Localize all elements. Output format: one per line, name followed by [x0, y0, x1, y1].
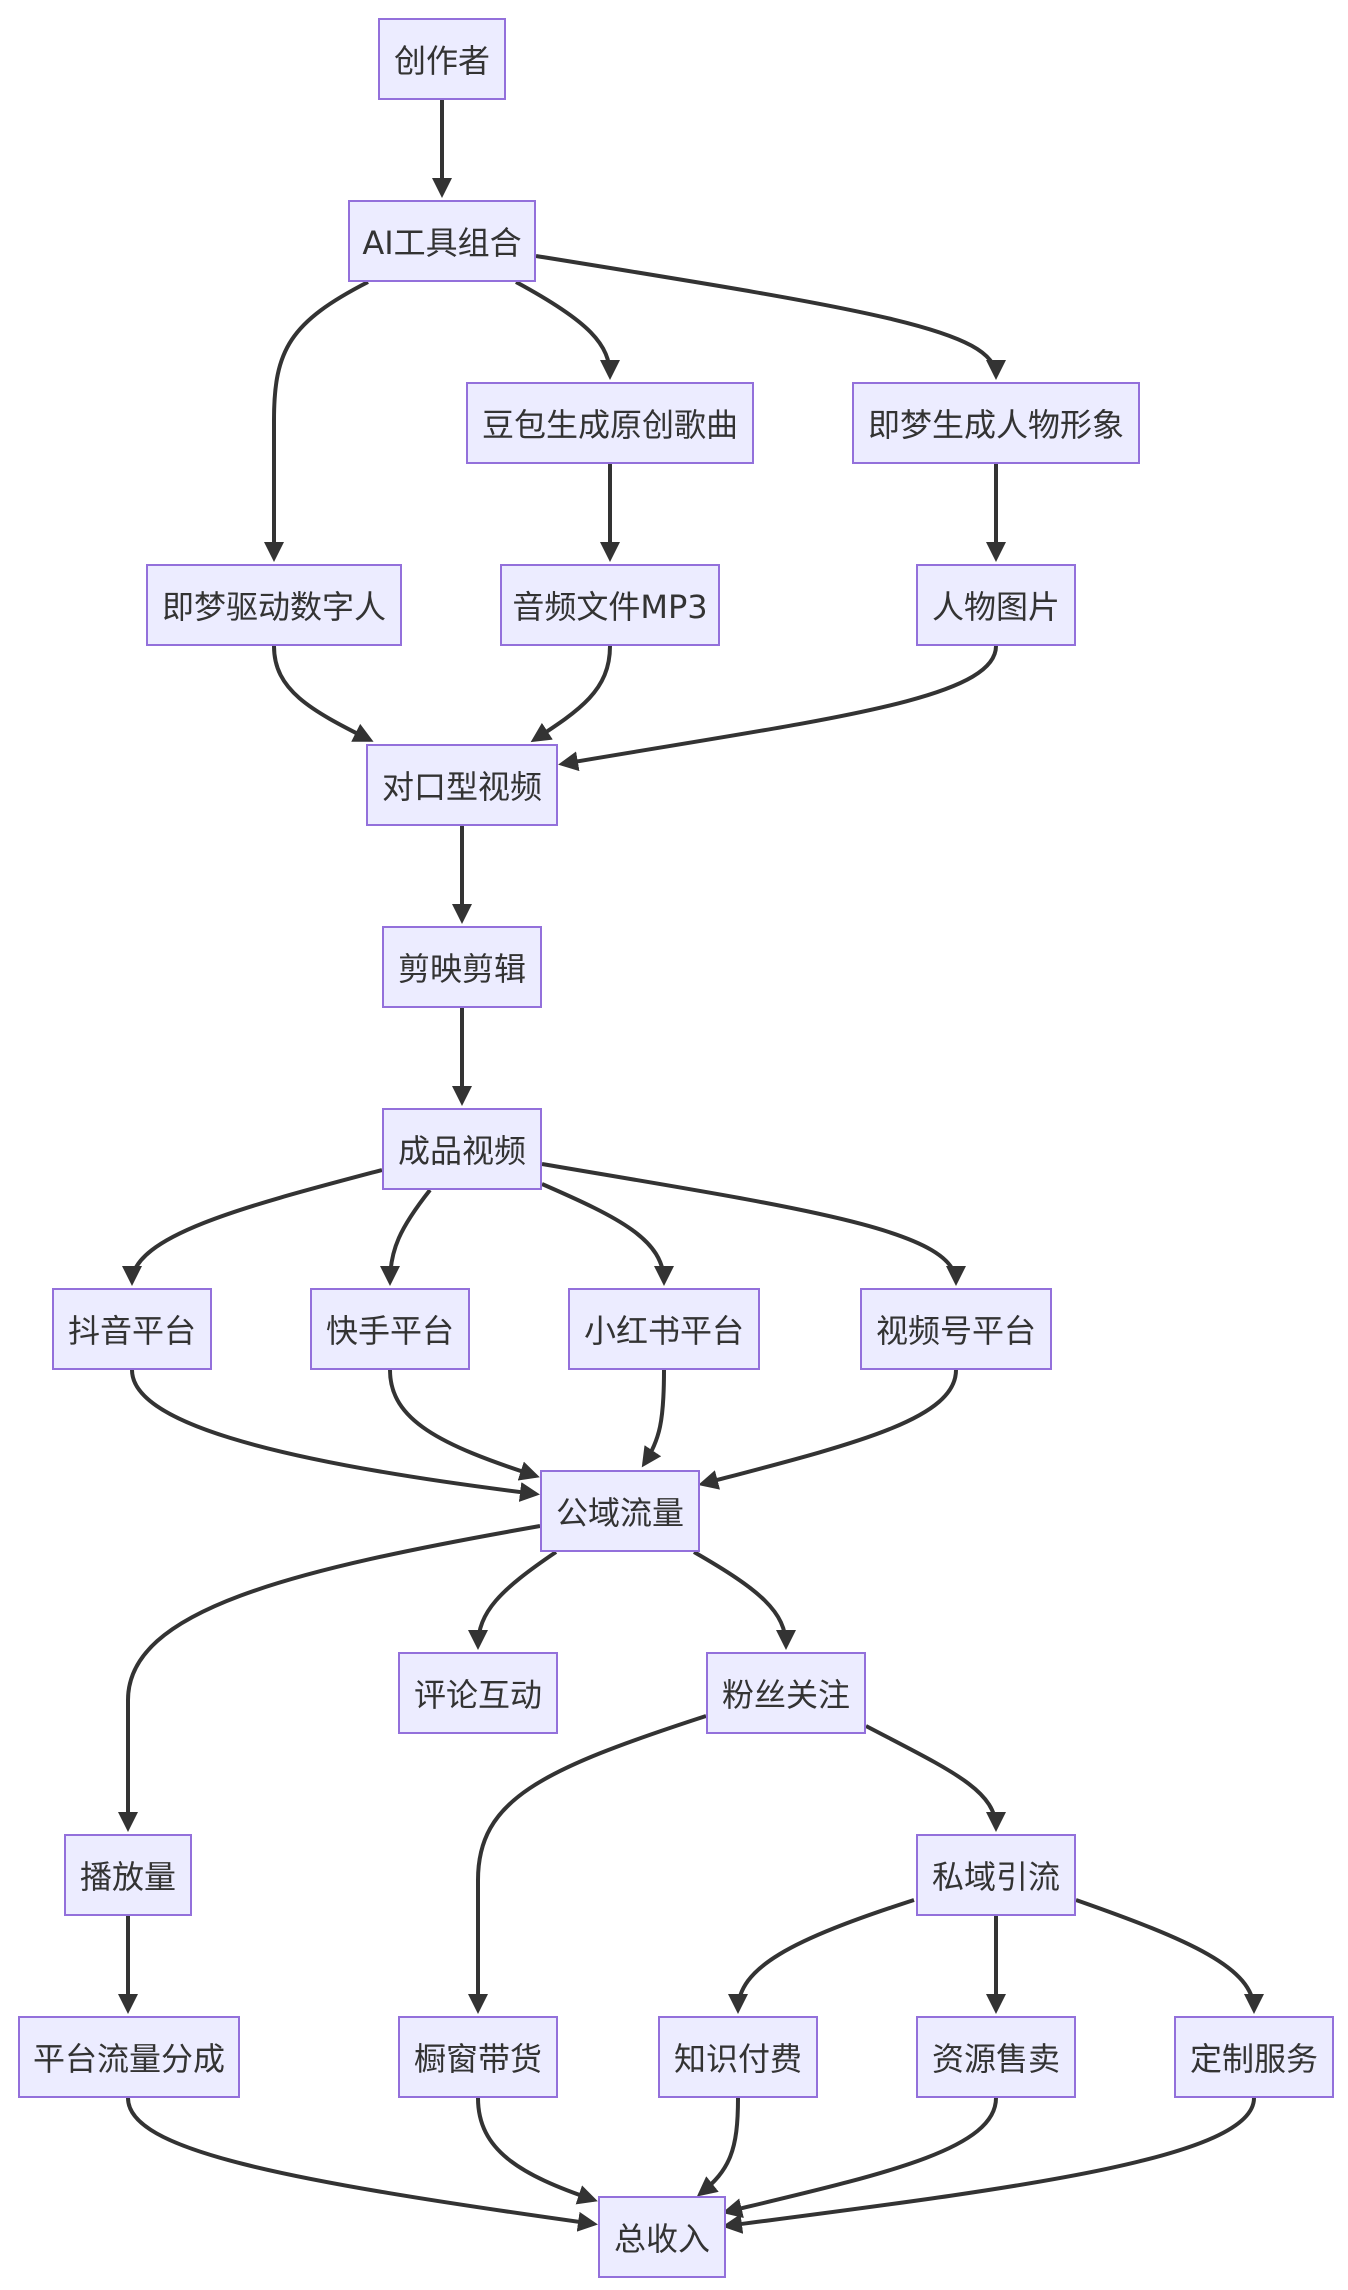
- edge-fan-follow-to-private-traffic: [865, 1724, 1006, 1832]
- node-platform-revenue-share: 平台流量分成: [18, 2016, 240, 2098]
- edge-platform-revenue-share-to-total-income: [126, 2097, 598, 2232]
- edge-resource-sales-to-total-income: [722, 2097, 998, 2218]
- node-jimeng-digital-human: 即梦驱动数字人: [146, 564, 402, 646]
- edge-fan-follow-to-showcase-sales: [468, 1714, 707, 2014]
- node-xiaohongshu: 小红书平台: [568, 1288, 760, 1370]
- edge-custom-service-to-total-income: [722, 2097, 1256, 2234]
- edge-private-traffic-to-paid-knowledge: [728, 1898, 915, 2014]
- edge-ai-tools-to-doubao-song: [515, 280, 620, 380]
- edge-audio-mp3-to-lipsync-video: [530, 645, 612, 743]
- node-play-count: 播放量: [64, 1834, 192, 1916]
- edge-private-traffic-to-custom-service: [1075, 1898, 1264, 2014]
- node-creator: 创作者: [378, 18, 506, 100]
- node-lipsync-video: 对口型视频: [366, 744, 558, 826]
- node-audio-mp3: 音频文件MP3: [500, 564, 720, 646]
- node-kuaishou: 快手平台: [310, 1288, 470, 1370]
- node-private-traffic: 私域引流: [916, 1834, 1076, 1916]
- node-character-image: 人物图片: [916, 564, 1076, 646]
- edge-showcase-sales-to-total-income: [476, 2097, 598, 2205]
- edge-douyin-to-public-traffic: [130, 1369, 540, 1502]
- edge-public-traffic-to-fan-follow: [693, 1550, 796, 1650]
- edge-character-image-to-lipsync-video: [558, 645, 998, 772]
- edge-xiaohongshu-to-public-traffic: [641, 1369, 666, 1468]
- node-total-income: 总收入: [598, 2196, 726, 2278]
- node-final-video: 成品视频: [382, 1108, 542, 1190]
- node-ai-tools: AI工具组合: [348, 200, 536, 282]
- node-resource-sales: 资源售卖: [916, 2016, 1076, 2098]
- edge-ai-tools-to-jimeng-character: [535, 254, 1006, 380]
- edge-final-video-to-douyin: [122, 1168, 383, 1286]
- node-douyin: 抖音平台: [52, 1288, 212, 1370]
- node-jimeng-character: 即梦生成人物形象: [852, 382, 1140, 464]
- node-shipinhao: 视频号平台: [860, 1288, 1052, 1370]
- edge-paid-knowledge-to-total-income: [696, 2097, 740, 2197]
- edge-public-traffic-to-play-count: [118, 1524, 541, 1832]
- node-public-traffic: 公域流量: [540, 1470, 700, 1552]
- edge-final-video-to-xiaohongshu: [541, 1182, 674, 1286]
- node-doubao-song: 豆包生成原创歌曲: [466, 382, 754, 464]
- node-comment-interaction: 评论互动: [398, 1652, 558, 1734]
- node-custom-service: 定制服务: [1174, 2016, 1334, 2098]
- edge-kuaishou-to-public-traffic: [388, 1369, 540, 1481]
- edge-public-traffic-to-comment-interaction: [468, 1550, 558, 1650]
- edge-jimeng-digital-human-to-lipsync-video: [272, 645, 374, 742]
- node-fan-follow: 粉丝关注: [706, 1652, 866, 1734]
- edge-final-video-to-kuaishou: [380, 1188, 432, 1286]
- node-capcut-edit: 剪映剪辑: [382, 926, 542, 1008]
- node-paid-knowledge: 知识付费: [658, 2016, 818, 2098]
- edge-ai-tools-to-jimeng-digital-human: [264, 280, 369, 562]
- node-showcase-sales: 橱窗带货: [398, 2016, 558, 2098]
- edge-final-video-to-shipinhao: [541, 1162, 966, 1286]
- edge-shipinhao-to-public-traffic: [698, 1369, 958, 1490]
